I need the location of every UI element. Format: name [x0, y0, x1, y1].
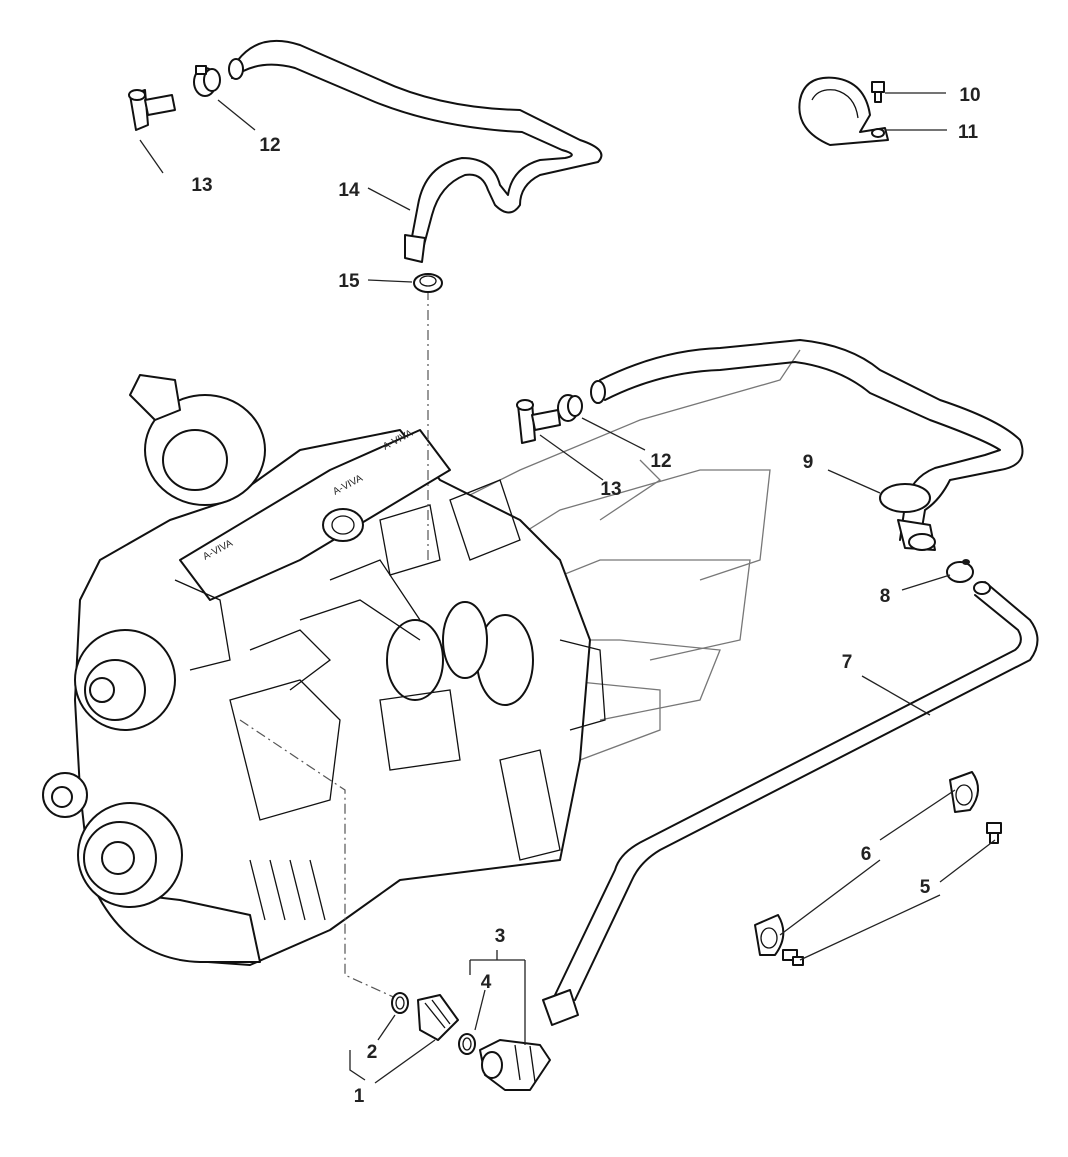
callout-7: 7 [842, 652, 853, 673]
elbow-fitting-13-top [128, 89, 176, 131]
elbow-fitting-13-middle [516, 399, 561, 444]
pipe-clip-6-lower [754, 914, 785, 956]
callout-3: 3 [495, 926, 506, 947]
callout-15: 15 [338, 271, 360, 292]
o-ring-2 [391, 992, 409, 1014]
bolt-5-upper [986, 822, 1002, 844]
hose-clamp-8 [946, 559, 974, 583]
callout-12-middle: 12 [650, 451, 671, 472]
callout-4: 4 [481, 972, 492, 993]
hose-clamp-12-middle [557, 394, 583, 422]
callout-13-middle: 13 [600, 479, 621, 500]
callout-13-top: 13 [191, 175, 212, 196]
engine-assembly: A-VIVA A-VIVA A-VIVA [42, 374, 606, 966]
callout-8: 8 [880, 586, 891, 607]
bolt-10 [871, 81, 885, 103]
callout-6: 6 [861, 844, 872, 865]
hose-clamp-15 [413, 273, 443, 293]
valve-cover [179, 429, 451, 601]
pipe-clip-6-upper [949, 771, 979, 813]
callout-9: 9 [803, 452, 814, 473]
coolant-hose-9 [590, 339, 1024, 551]
clamp-bracket-11 [798, 76, 889, 146]
callout-5: 5 [920, 877, 931, 898]
callout-1: 1 [354, 1086, 365, 1107]
callout-12-top: 12 [259, 135, 280, 156]
coolant-pipe-7 [542, 581, 1039, 1026]
hose-clamp-12-top [193, 65, 221, 97]
o-ring-4 [458, 1033, 476, 1055]
fuel-filter [386, 619, 444, 701]
elbow-fitting-3 [479, 1039, 551, 1091]
callout-11: 11 [958, 122, 979, 143]
alignment-lines [239, 290, 429, 1001]
adapter-fitting-1 [417, 994, 459, 1041]
leader-lines [139, 92, 996, 1084]
callout-14: 14 [338, 180, 360, 201]
bolt-5-lower [782, 949, 804, 966]
callout-10: 10 [959, 85, 980, 106]
callout-2: 2 [367, 1042, 378, 1063]
callout-numbers: 1 2 3 4 5 6 7 8 9 10 11 12 12 13 13 14 1… [191, 85, 980, 1107]
coolant-hose-14 [228, 39, 603, 263]
turbo-inlet-elbow [129, 374, 181, 421]
thermostat-housing [322, 508, 364, 542]
